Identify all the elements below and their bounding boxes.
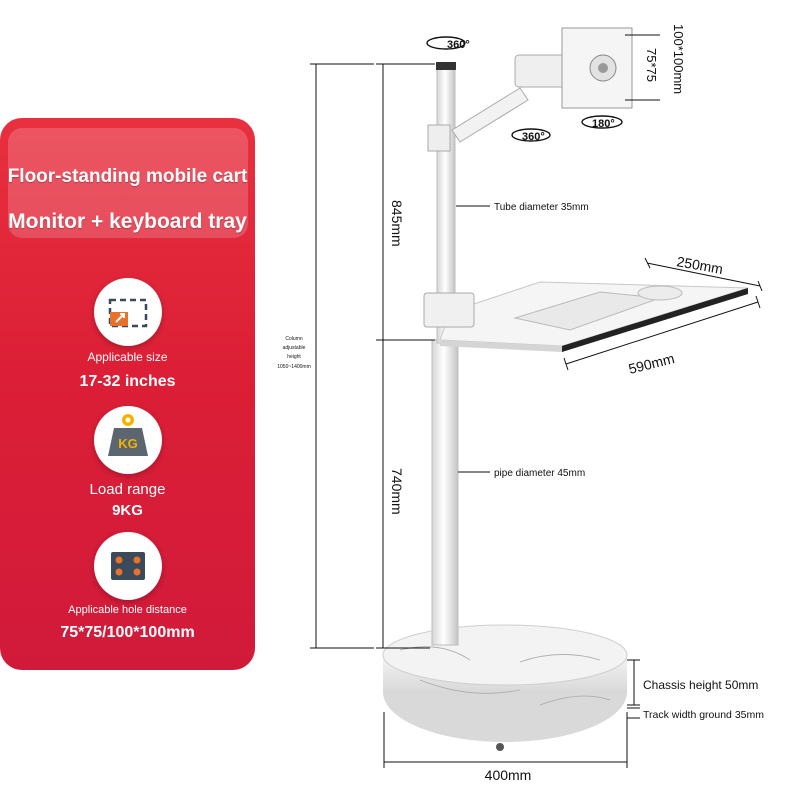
column-note-3: height [287, 354, 301, 360]
column-note-1: Column [285, 336, 302, 342]
feature-label-load: Load range [89, 481, 166, 498]
kg-weight-icon: KG [94, 406, 162, 474]
chassis-height-label: Chassis height 50mm [643, 678, 758, 692]
kg-badge-text: KG [118, 436, 138, 451]
vesa-dimensions: 75*75 100*100mm [625, 24, 686, 101]
base-width-label: 400mm [485, 767, 532, 783]
monitor-arm [427, 27, 633, 152]
vesa-small-label: 75*75 [644, 48, 659, 82]
height-dimensions: 845mm 740mm Column adjustable height 105… [277, 63, 435, 649]
feature-panel: Floor-standing mobile cart Monitor + key… [0, 118, 255, 670]
height-lower-label: 740mm [389, 468, 405, 515]
tray-clamp [423, 292, 475, 328]
rotate-top-label: 360° [447, 39, 470, 51]
column-note-4: 1050~1400mm [277, 364, 311, 370]
height-upper-label: 845mm [389, 200, 405, 247]
pole-cap [436, 62, 456, 70]
product-title: Floor-standing mobile cart [7, 166, 248, 187]
track-width-label: Track width ground 35mm [643, 709, 764, 721]
pipe-diameter-label: pipe diameter 45mm [494, 468, 585, 479]
tray-width-label: 590mm [627, 350, 676, 377]
rotate-arm-label: 360° [522, 131, 545, 143]
panel-highlight [8, 128, 248, 238]
tube-diameter-label: Tube diameter 35mm [494, 202, 589, 213]
tray-depth-label: 250mm [675, 253, 724, 277]
marble-base [382, 624, 628, 751]
feature-value-load: 9KG [112, 502, 143, 519]
lower-pole [431, 339, 459, 646]
screen-size-icon [94, 278, 162, 346]
feature-value-holes: 75*75/100*100mm [60, 624, 195, 641]
rotate-mount-label: 180° [592, 118, 615, 130]
keyboard-tray [423, 281, 749, 352]
product-subtitle: Monitor + keyboard tray [8, 210, 247, 233]
feature-label-size: Applicable size [87, 350, 168, 364]
base-dimensions: Chassis height 50mm Track width ground 3… [383, 659, 764, 783]
vesa-large-label: 100*100mm [671, 24, 686, 94]
feature-label-holes: Applicable hole distance [68, 604, 187, 616]
feature-value-size: 17-32 inches [79, 373, 176, 390]
hole-distance-icon [94, 532, 162, 600]
rotation-indicators: 360° 360° 180° [426, 36, 623, 143]
column-note-2: adjustable [283, 345, 306, 351]
mouse [637, 285, 683, 301]
